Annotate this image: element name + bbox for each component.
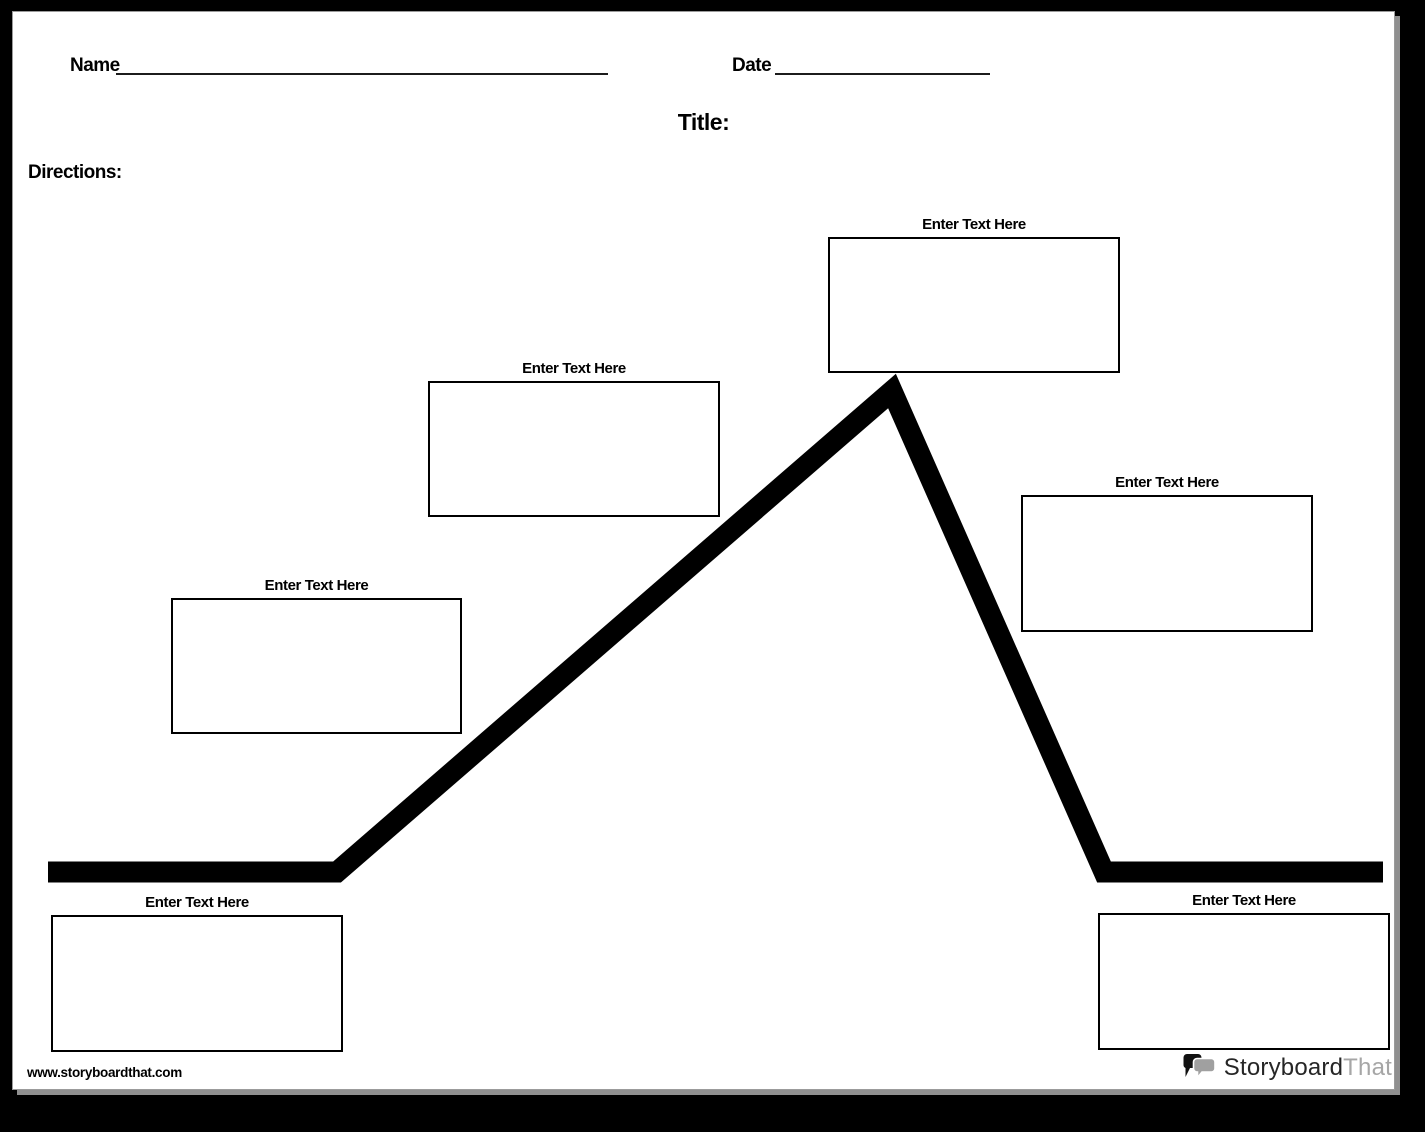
date-input-line[interactable] [775,73,990,75]
website-url: www.storyboardthat.com [27,1065,182,1080]
logo-wordmark: StoryboardThat [1224,1056,1392,1080]
plot-box-rising-action-2: Enter Text Here [428,360,720,517]
plot-box-label: Enter Text Here [264,577,369,594]
storyboardthat-logo: StoryboardThat [1182,1050,1392,1086]
directions-label: Directions: [28,162,122,183]
plot-box-label: Enter Text Here [1115,474,1219,491]
plot-box-label: Enter Text Here [922,216,1026,233]
page-title: Title: [677,109,730,135]
name-label: Name [70,55,120,76]
plot-box-falling-action: Enter Text Here [1021,474,1313,632]
worksheet-page: Name Date Title: Directions: Enter Text … [12,11,1395,1090]
plot-box-climax: Enter Text Here [828,216,1120,373]
plot-box-field-resolution[interactable] [1098,913,1390,1050]
plot-box-exposition: Enter Text Here [51,894,343,1052]
plot-box-field-climax[interactable] [828,237,1120,373]
date-label: Date [732,55,772,76]
name-input-line[interactable] [116,73,608,75]
plot-box-rising-action-1: Enter Text Here [171,577,462,734]
plot-box-label: Enter Text Here [145,894,249,911]
plot-box-field-falling-action[interactable] [1021,495,1313,632]
plot-box-field-rising-action-1[interactable] [171,598,462,734]
logo-text-that: That [1343,1054,1392,1081]
logo-text-storyboard: Storyboard [1223,1054,1344,1081]
plot-box-label: Enter Text Here [522,360,626,377]
plot-box-label: Enter Text Here [1192,892,1296,909]
plot-box-field-rising-action-2[interactable] [428,381,720,517]
plot-box-resolution: Enter Text Here [1098,892,1390,1050]
plot-box-field-exposition[interactable] [51,915,343,1052]
speech-bubbles-icon [1183,1054,1216,1080]
